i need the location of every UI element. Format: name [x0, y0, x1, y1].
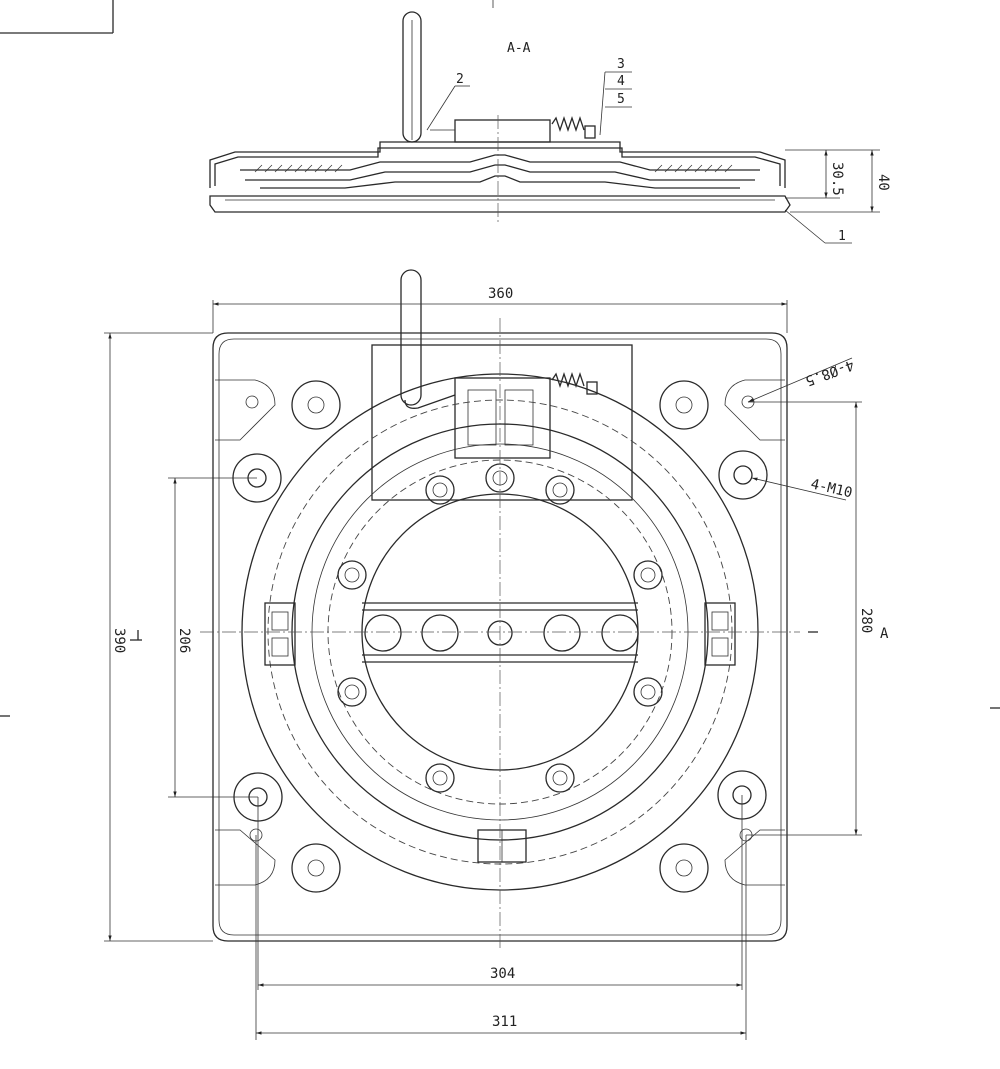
dimension-overall-height: 390	[104, 332, 213, 942]
corner-holes	[245, 380, 755, 893]
note-holes-text: 4-Ø8.5	[803, 356, 856, 388]
note-threads-text: 4-M10	[809, 476, 854, 501]
spring	[551, 115, 596, 139]
rib-pockets	[337, 463, 663, 863]
dimension-overall-width: 360	[212, 286, 788, 333]
dim-section-height: 40	[875, 174, 891, 191]
callout-2: 2	[456, 72, 464, 87]
dim-hole-span-horizontal: 311	[492, 1014, 517, 1030]
dim-overall-height: 390	[111, 628, 127, 653]
callouts: 2 3 4 5 1	[426, 57, 852, 244]
callout-4: 4	[617, 74, 625, 89]
dimension-hole-span-horizontal: 311	[255, 835, 747, 1040]
dimension-bolt-span-vertical: 206	[168, 477, 258, 798]
dim-overall-width: 360	[488, 286, 513, 302]
base-plate-outline	[212, 332, 788, 942]
dimension-hole-span-vertical: 280	[746, 401, 874, 836]
section-height-dims: 30.5 40	[785, 149, 891, 213]
lever-handle	[402, 11, 422, 143]
strip-holes	[364, 614, 639, 652]
note-holes: 4-Ø8.5	[747, 356, 856, 403]
side-clamps	[264, 602, 736, 666]
section-view: A-A	[209, 11, 891, 244]
dim-hole-span-vertical: 280	[858, 608, 874, 633]
lever-top-view	[400, 269, 456, 409]
callout-1: 1	[838, 229, 846, 244]
dim-bolt-span-vertical: 206	[176, 628, 192, 653]
section-title: A-A	[507, 41, 531, 56]
section-hatching-left	[254, 164, 343, 173]
section-hatching-right	[654, 164, 733, 173]
title-block-fragment	[0, 0, 494, 34]
plan-view: A	[0, 269, 1000, 950]
dim-bolt-span-horizontal: 304	[490, 966, 515, 982]
section-marker-letter: A	[880, 626, 889, 642]
dim-plate-height: 30.5	[829, 162, 845, 196]
note-threads: 4-M10	[751, 476, 854, 501]
callout-3: 3	[617, 57, 625, 72]
callout-5: 5	[617, 92, 625, 107]
dimension-bolt-span-horizontal: 304	[257, 795, 743, 990]
